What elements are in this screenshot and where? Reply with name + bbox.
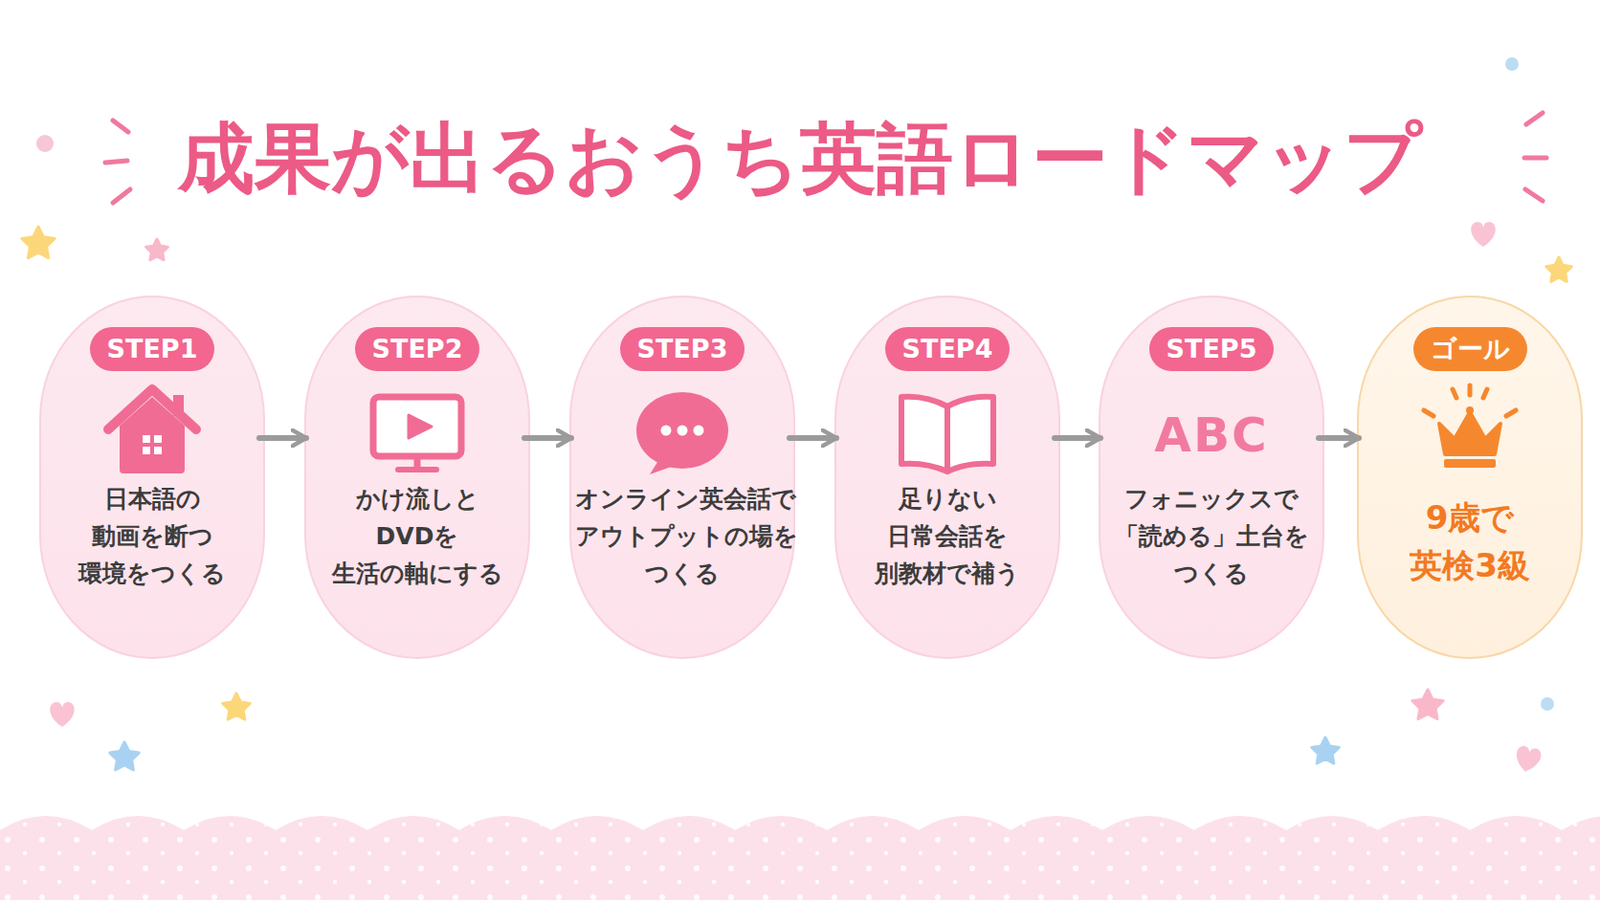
flow-arrow	[524, 435, 572, 442]
decor-star	[222, 693, 251, 720]
step-badge: STEP5	[1149, 327, 1275, 372]
decor-star	[1311, 737, 1340, 764]
step-badge: STEP1	[89, 327, 216, 372]
step-description: かけ流しと DVDを 生活の軸にする	[306, 480, 529, 593]
bottom-wave-band	[0, 816, 1600, 900]
flow-arrow	[1054, 435, 1101, 442]
decor-star	[1412, 689, 1444, 720]
step-badge: ゴール	[1413, 327, 1528, 372]
step-pill: STEP4 足りない 日常会話を 別教材で補う	[834, 295, 1061, 660]
step-pill: STEP1 日本語の 動画を断つ 環境をつくる	[39, 295, 266, 660]
diagram-title: 成果が出るおうち英語ロードマップ	[0, 112, 1600, 205]
step-badge: STEP3	[620, 327, 746, 372]
decor-hearts	[49, 206, 1543, 776]
step-pill: STEP2 かけ流しと DVDを 生活の軸にする	[304, 295, 531, 660]
decor-star	[22, 226, 55, 259]
step-description: 9歳で 英検3級	[1358, 493, 1581, 590]
flow-arrow	[789, 435, 837, 442]
step-description: フォニックスで 「読める」土台を つくる	[1100, 480, 1323, 593]
decor-star	[1546, 257, 1573, 282]
step-description: 足りない 日常会話を 別教材で補う	[836, 480, 1059, 593]
decor-star	[146, 239, 169, 261]
decor-stars	[22, 226, 1572, 771]
goal-pill: ゴール 9歳で 英検3級	[1356, 295, 1583, 660]
step-description: 日本語の 動画を断つ 環境をつくる	[41, 480, 264, 593]
step-pill: STEP3 オンライン英会話で アウトプットの場を つくる	[569, 295, 796, 660]
abc-icon-text: ABC	[1154, 411, 1269, 460]
wave-dots	[0, 816, 1600, 900]
step-badge: STEP2	[355, 327, 481, 372]
flow-arrow	[259, 435, 307, 442]
step-description: オンライン英会話で アウトプットの場を つくる	[571, 480, 794, 593]
wave-band	[0, 816, 1600, 900]
step-pill: STEP5 フォニックスで 「読める」土台を つくる	[1098, 295, 1325, 660]
decor-star	[110, 742, 139, 771]
step-badge: STEP4	[885, 327, 1011, 372]
flow-arrow	[1318, 435, 1359, 442]
